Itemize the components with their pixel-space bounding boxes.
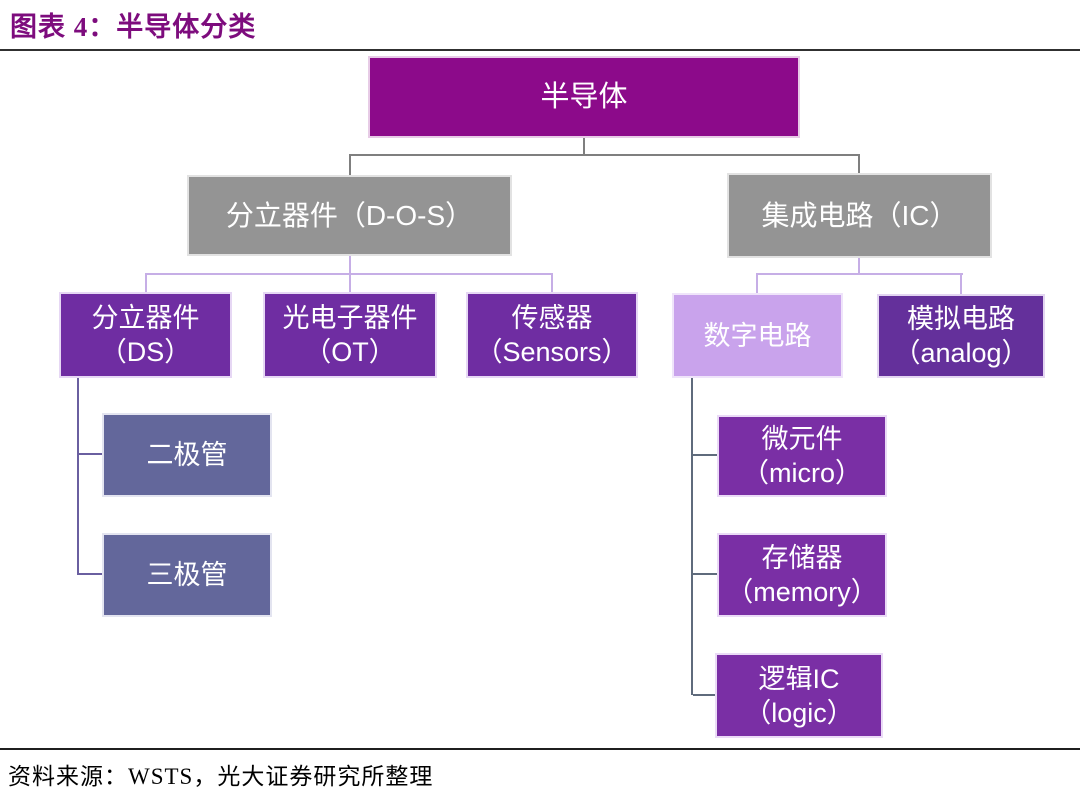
node-sublabel: （logic） (744, 697, 854, 728)
title-divider (0, 49, 1080, 51)
connector-segment (349, 154, 860, 156)
node-label: 微元件 (761, 424, 843, 454)
footer-divider (0, 748, 1080, 750)
connector-segment (756, 273, 758, 293)
source-note: 资料来源：WSTS，光大证券研究所整理 (8, 764, 434, 789)
node-micro-components: 微元件 （micro） (717, 415, 887, 497)
connector-segment (583, 138, 585, 155)
connector-segment (693, 454, 718, 456)
connector-segment (551, 273, 553, 292)
node-label: 三极管 (146, 560, 228, 590)
node-sublabel: （analog） (893, 338, 1029, 368)
node-semiconductor: 半导体 (368, 56, 800, 138)
node-label: 半导体 (540, 81, 628, 113)
connector-segment (349, 273, 351, 292)
connector-segment (79, 453, 103, 455)
node-label: 分立器件 (91, 303, 200, 333)
node-label: 二极管 (146, 440, 228, 470)
node-sublabel: （DS） (99, 337, 192, 367)
node-analog-circuit: 模拟电路 （analog） (877, 294, 1045, 378)
connector-segment (858, 258, 860, 274)
node-triode: 三极管 (102, 533, 272, 617)
node-sensors: 传感器 （Sensors） (466, 292, 638, 378)
connector-segment (693, 694, 718, 696)
connector-segment (349, 256, 351, 274)
node-label: 存储器 (761, 543, 843, 573)
connector-segment (349, 154, 351, 175)
node-sublabel: （OT） (304, 337, 396, 367)
connector-segment (145, 273, 147, 292)
connector-segment (79, 573, 103, 575)
node-label: 光电子器件 (282, 303, 418, 333)
connector-segment (693, 573, 718, 575)
node-integrated-circuit: 集成电路（IC） (727, 173, 992, 258)
connector-segment (756, 273, 963, 275)
node-digital-circuit: 数字电路 (672, 293, 843, 378)
node-label: 分立器件（D-O-S） (225, 199, 474, 231)
node-label: 数字电路 (703, 320, 812, 351)
node-label: 传感器 (511, 303, 593, 333)
node-logic-ic: 逻辑IC （logic） (715, 653, 883, 738)
node-discrete-dos: 分立器件（D-O-S） (187, 175, 512, 256)
node-sublabel: （micro） (742, 458, 862, 488)
node-label: 逻辑IC (758, 663, 840, 694)
node-label: 集成电路（IC） (761, 199, 958, 231)
node-sublabel: （Sensors） (475, 337, 629, 367)
node-diode: 二极管 (102, 413, 272, 497)
figure-title: 图表 4：半导体分类 (10, 12, 257, 42)
connector-segment (858, 154, 860, 173)
node-memory: 存储器 （memory） (717, 533, 887, 617)
node-optoelectronics: 光电子器件 （OT） (263, 292, 437, 378)
node-sublabel: （memory） (726, 577, 878, 607)
node-label: 模拟电路 (907, 304, 1015, 334)
connector-segment (691, 378, 693, 695)
connector-segment (77, 378, 79, 575)
connector-segment (960, 273, 962, 294)
node-discrete-ds: 分立器件 （DS） (59, 292, 232, 378)
